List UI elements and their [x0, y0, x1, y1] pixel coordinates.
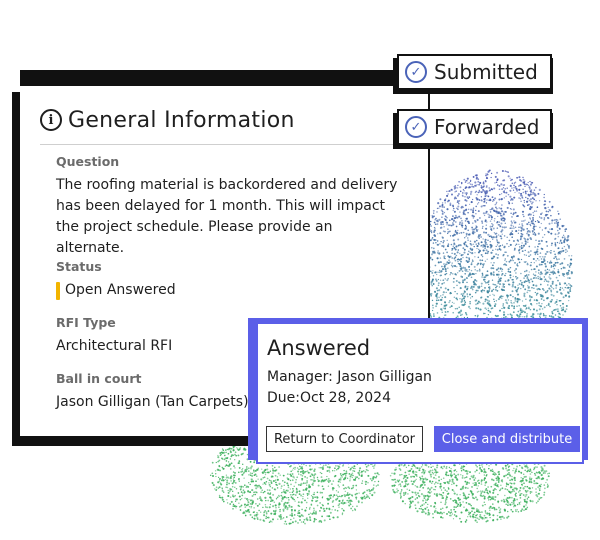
rfi-type-value: Architectural RFI [56, 338, 173, 354]
due-date-text: Due:Oct 28, 2024 [267, 390, 391, 406]
status-indicator [56, 281, 60, 300]
status-value: Open Answered [56, 280, 176, 301]
status-label: Status [56, 259, 102, 274]
ball-in-court-label: Ball in court [56, 371, 142, 386]
check-circle-icon: ✓ [405, 61, 427, 83]
manager-text: Manager: Jason Gilligan [267, 369, 432, 385]
timeline-step-label: Submitted [434, 60, 538, 84]
question-label: Question [56, 154, 120, 169]
timeline-line [428, 88, 430, 328]
ball-in-court-value: Jason Gilligan (Tan Carpets) [56, 394, 249, 410]
rfi-type-label: RFI Type [56, 315, 116, 330]
card-title-text: General Information [68, 107, 295, 133]
timeline-step-submitted: ✓ Submitted [397, 54, 552, 90]
info-icon: i [40, 109, 62, 131]
answered-title: Answered [267, 336, 371, 360]
return-to-coordinator-button[interactable]: Return to Coordinator [266, 426, 423, 452]
timeline-step-forwarded: ✓ Forwarded [397, 109, 552, 145]
timeline-step-label: Forwarded [434, 115, 540, 139]
card-top-bar [20, 70, 428, 86]
check-circle-icon: ✓ [405, 116, 427, 138]
status-text: Open Answered [65, 282, 176, 298]
close-and-distribute-button[interactable]: Close and distribute [434, 426, 580, 452]
divider [40, 144, 428, 145]
answered-panel: Answered Manager: Jason Gilligan Due:Oct… [256, 322, 584, 464]
question-text: The roofing material is backordered and … [56, 177, 398, 256]
card-title: i General Information [40, 104, 295, 136]
